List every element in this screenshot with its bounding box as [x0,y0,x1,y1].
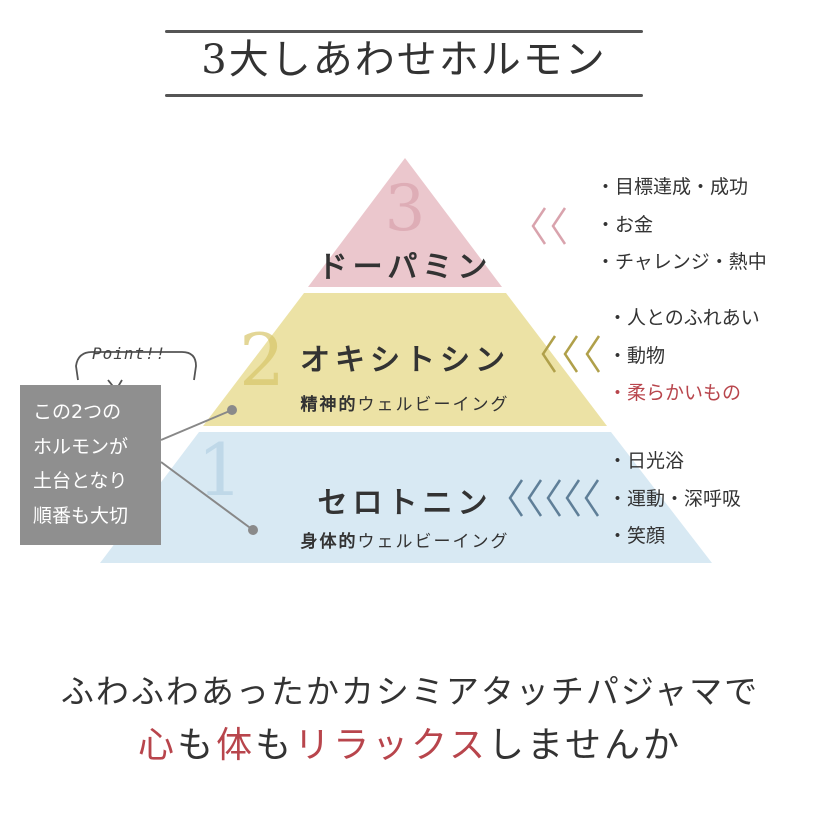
list-item: ・日光浴 [608,450,685,472]
list-item: ・お金 [596,213,654,236]
tier-3-name: ドーパミン [317,250,493,285]
tagline-body: 体 [216,725,256,766]
tier-3-number: 3 [385,172,426,246]
tier-1-list: ・日光浴 ・運動・深呼吸 ・笑顔 [608,443,741,556]
title-rule-bottom [165,94,643,97]
list-item: ・目標達成・成功 [596,176,749,198]
pyramid: 3 2 1 [75,158,712,563]
tagline-line-1: ふわふわあったかカシミアタッチパジャマで [60,672,760,711]
list-item: ・柔らかいもの [608,382,742,404]
tier-3-list: ・目標達成・成功 ・お金 ・チャレンジ・熱中 [596,169,767,282]
chevrons-tier-3 [531,207,567,245]
tier-2-subtitle: 精神的ウェルビーイング [301,395,510,415]
tier-1-subtitle-bold: 身体的 [300,532,358,552]
list-item: ・チャレンジ・熱中 [596,251,767,273]
chevrons-tier-2 [541,335,601,373]
tier-2-list: ・人とのふれあい ・動物 ・柔らかいもの [608,300,760,413]
point-line: 土台となり [33,470,128,492]
list-item: ・動物 [608,344,666,367]
tier-2-subtitle-text: ウェルビーイング [357,395,510,415]
tagline-mo-1: も [177,725,217,766]
tier-2-subtitle-bold: 精神的 [300,395,358,415]
list-item: ・笑顔 [608,525,666,547]
point-line: 順番も大切 [33,504,129,527]
tier-2-number: 2 [239,318,285,402]
tier-3-shape [308,158,502,287]
tagline-mind: 心 [138,725,178,766]
point-line: この2つの [33,401,122,423]
connector-to-oxytocin [160,409,233,441]
tier-1-subtitle: 身体的ウェルビーイング [301,532,510,552]
tier-1-name: セロトニン [317,486,493,521]
title-rule-top [165,30,643,33]
tagline-line-2: 心も体もリラックスしませんか [0,724,820,767]
chevrons-tier-1 [508,479,600,517]
tier-2-shape [203,293,607,426]
connector-dot-oxytocin [227,405,237,415]
list-item: ・人とのふれあい [608,307,760,329]
point-label: Point!! [92,344,167,363]
connector-to-serotonin [160,461,254,531]
tier-1-subtitle-text: ウェルビーイング [357,532,510,552]
tier-2-name: オキシトシン [300,343,510,378]
point-box: この2つの ホルモンが 土台となり 順番も大切 [20,385,161,545]
point-line: ホルモンが [33,435,129,458]
tagline-relax: リラックス [294,725,489,766]
page-title: 3大しあわせホルモン [201,37,607,83]
list-item: ・運動・深呼吸 [608,487,742,510]
connector-dot-serotonin [248,525,258,535]
tagline-mo-2: も [255,725,295,766]
tagline-end: しませんか [488,725,682,766]
tier-1-number: 1 [197,428,243,512]
